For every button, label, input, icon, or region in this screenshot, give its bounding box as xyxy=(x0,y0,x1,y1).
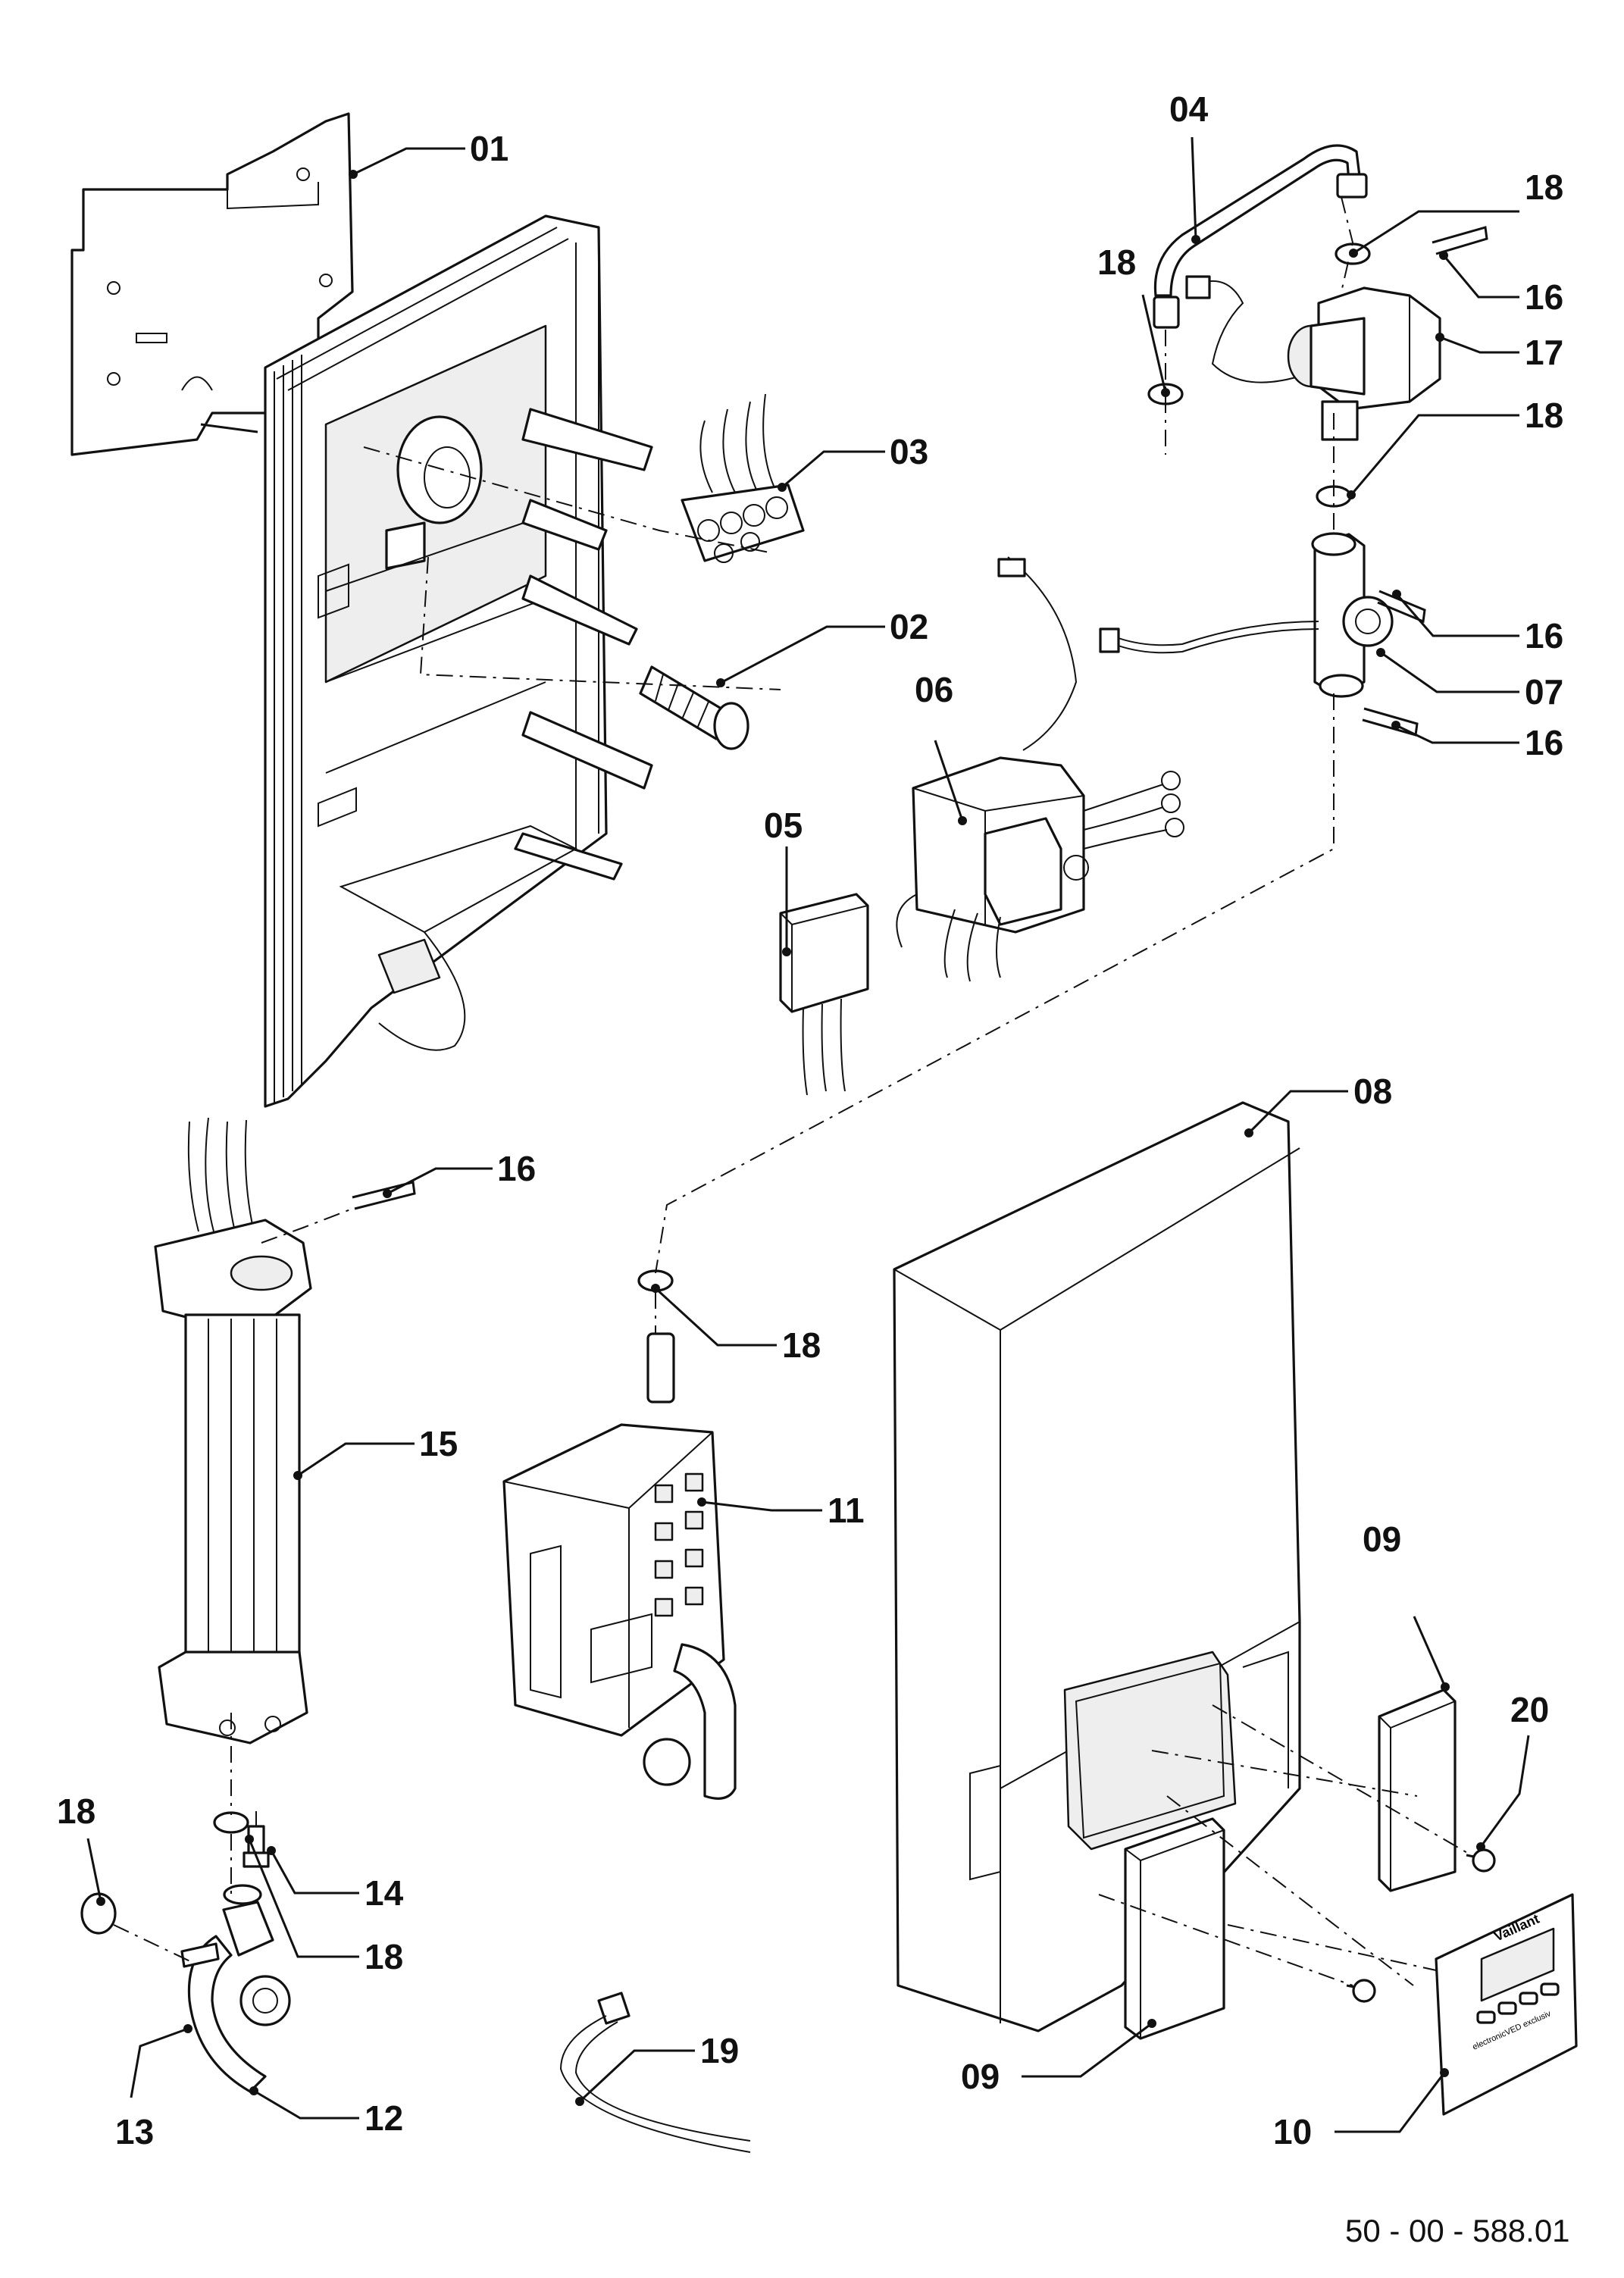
part-20-screws xyxy=(1346,1848,1496,2003)
callout-05: 05 xyxy=(764,806,803,845)
assembly-axis-lines xyxy=(113,196,1475,1986)
main-back-frame xyxy=(264,214,653,1108)
callout-18-lower: 18 xyxy=(365,1937,403,1976)
callout-03: 03 xyxy=(890,432,928,471)
leader-dots xyxy=(96,170,1485,2106)
callout-16-top: 16 xyxy=(1525,277,1563,317)
part-02-grommet xyxy=(639,665,749,750)
part-06-relay-module xyxy=(896,556,1184,982)
callout-18-top-right: 18 xyxy=(1525,167,1563,207)
part-03-terminal-block xyxy=(681,393,805,563)
part-08-front-cover xyxy=(893,1101,1301,2032)
callout-12: 12 xyxy=(365,2098,403,2138)
callout-13: 13 xyxy=(115,2112,154,2151)
callout-07: 07 xyxy=(1525,672,1563,712)
callout-10: 10 xyxy=(1273,2112,1312,2151)
callout-04: 04 xyxy=(1169,89,1209,129)
part-07-flow-sensor xyxy=(1099,532,1394,698)
callout-15: 15 xyxy=(419,1424,458,1463)
part-15-heating-element xyxy=(154,1117,312,1744)
part-10-control-panel: Vaillant electronicVED exclusiv xyxy=(1435,1893,1578,2116)
callout-02: 02 xyxy=(890,607,928,646)
part-19-cable xyxy=(559,1992,751,2153)
callout-18-lower-left: 18 xyxy=(57,1791,95,1831)
callout-18-mid-right: 18 xyxy=(1525,396,1563,435)
callout-19: 19 xyxy=(700,2031,739,2070)
callout-17: 17 xyxy=(1525,333,1563,372)
document-number: 50 - 00 - 588.01 xyxy=(1345,2213,1570,2248)
callout-14: 14 xyxy=(365,1873,404,1913)
callout-16-lower: 16 xyxy=(1525,723,1563,762)
part-12-outlet-pipe xyxy=(180,1884,291,2093)
callout-20: 20 xyxy=(1510,1690,1549,1729)
callout-18-center: 18 xyxy=(782,1325,821,1365)
callout-01: 01 xyxy=(470,129,508,168)
part-04-water-pipe xyxy=(1153,144,1368,383)
part-05-suppressor xyxy=(779,893,869,1096)
leader-lines xyxy=(86,136,1530,2133)
callout-18-top-left: 18 xyxy=(1097,243,1136,282)
part-11-control-module xyxy=(502,1332,737,1800)
callout-08: 08 xyxy=(1353,1072,1392,1111)
callout-labels: 01 03 02 05 06 04 18 18 16 17 18 16 07 1… xyxy=(57,89,1563,2151)
callout-06: 06 xyxy=(915,670,953,709)
callout-16-left: 16 xyxy=(497,1149,536,1188)
callout-09-right: 09 xyxy=(1363,1519,1401,1559)
callout-16-mid: 16 xyxy=(1525,616,1563,656)
part-17-valve-assembly xyxy=(1287,286,1441,441)
callout-09-bottom: 09 xyxy=(961,2057,1000,2096)
callout-11: 11 xyxy=(828,1491,865,1530)
part-09-cover-panels xyxy=(1124,1688,1457,2040)
